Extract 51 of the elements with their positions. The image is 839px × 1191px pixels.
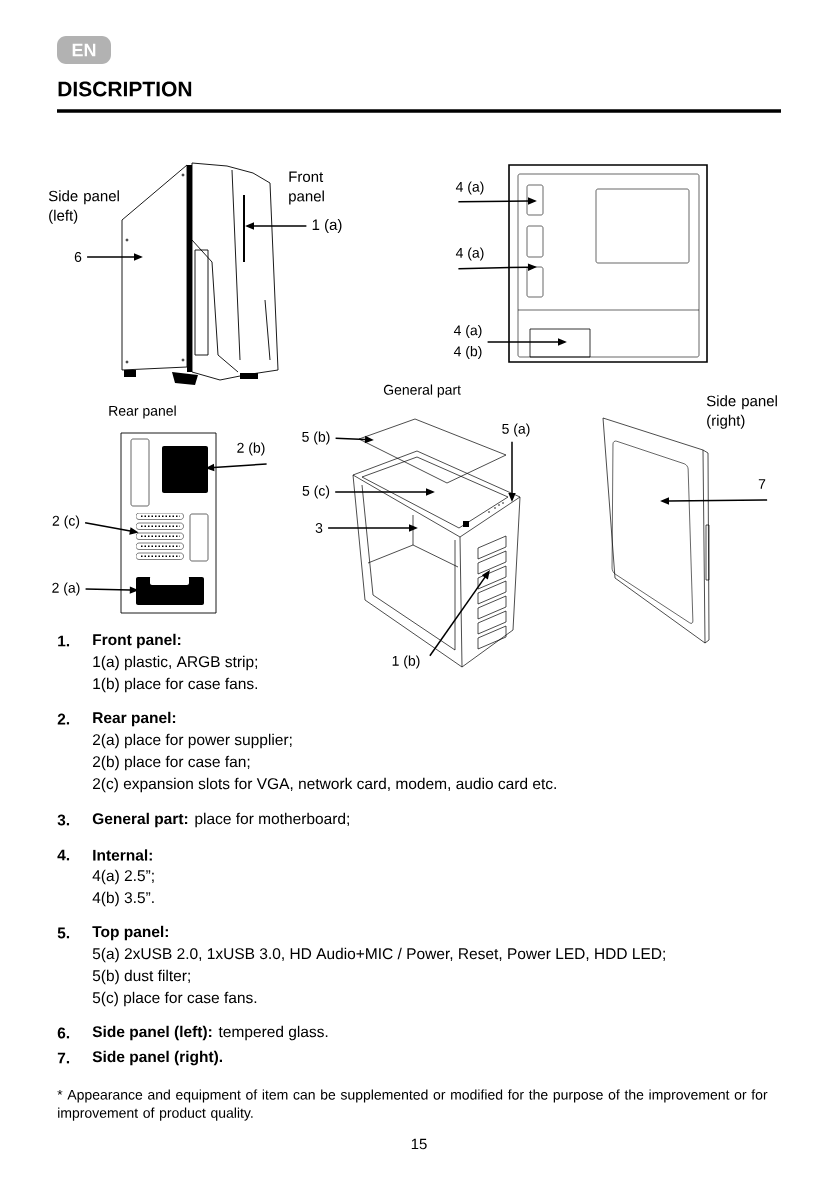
fan-opening [162, 446, 208, 493]
list-number: 6. [57, 1027, 70, 1039]
list-item: 2(c) expansion slots for VGA, network card, modem, audio card etc. [93, 777, 556, 793]
callout-number: 5 (a) [502, 423, 530, 437]
list-item: 4(b) 3.5”. [92, 891, 154, 907]
list-heading: Rear panel: [93, 711, 176, 727]
list-item: 1(a) plastic, ARGB strip; [93, 655, 258, 671]
list-item: 2(a) place for power supplier; [93, 733, 292, 749]
list-number: 5. [57, 927, 70, 939]
callout-number: 6 [74, 252, 82, 262]
list-heading: Side panel (right). [92, 1050, 222, 1066]
part-label: Side panel (left) [48, 190, 119, 224]
callout-number: 1 (b) [392, 655, 420, 669]
list-heading: Internal: [93, 849, 152, 861]
callout-number: 1 (a) [312, 219, 342, 233]
language-badge: EN [57, 36, 111, 64]
part-label: Front panel [289, 171, 324, 205]
list-number: 1. [58, 635, 70, 647]
list-item: 5(a) 2xUSB 2.0, 1xUSB 3.0, HD Audio+MIC / Power, Reset, Power LED, HDD LED; [92, 947, 665, 963]
callout-number: 7 [758, 479, 766, 489]
list-item: 1(b) place for case fans. [93, 677, 258, 693]
expansion-slots [136, 513, 184, 560]
leader-line [429, 570, 490, 657]
footnote: * Appearance and equipment of item can be supplemented or modified for the purpose of the improvement or for improvement of product quality. [57, 1089, 768, 1121]
callout-number: 5 (b) [302, 431, 330, 445]
callout-number: 5 (c) [302, 485, 330, 499]
callout-number: 4 (a) [455, 181, 484, 195]
list-item: 5(b) dust filter; [92, 969, 190, 985]
part-label: Rear panel [109, 405, 176, 419]
callout-number: 2 (b) [237, 442, 265, 456]
callout-number: 3 [315, 523, 323, 533]
callout-number: 4 (a) 4 (b) [453, 325, 482, 360]
list-number: 2. [57, 713, 70, 725]
list-number: 4. [57, 849, 70, 861]
page-number: 15 [411, 1138, 427, 1150]
callout-number: 4 (a) [455, 247, 484, 261]
list-item: 4(a) 2.5”; [92, 869, 154, 885]
callout-number: 2 (c) [52, 515, 80, 529]
list-heading: Front panel: [93, 633, 181, 649]
part-label: General part [383, 384, 461, 398]
list-number: 7. [57, 1052, 70, 1064]
page-title: DISCRIPTION [58, 81, 192, 97]
psu-opening [136, 577, 204, 605]
callout-number: 2 (a) [52, 582, 80, 596]
list-item: 5(c) place for case fans. [92, 991, 257, 1007]
list-item: Side panel (left): tempered glass. [92, 1025, 328, 1041]
list-heading: Top panel: [92, 925, 168, 941]
list-item: 2(b) place for case fan; [93, 755, 250, 771]
part-label: Side panel (right) [706, 395, 777, 429]
list-item: General part: place for motherboard; [92, 812, 349, 828]
list-number: 3. [57, 814, 70, 826]
